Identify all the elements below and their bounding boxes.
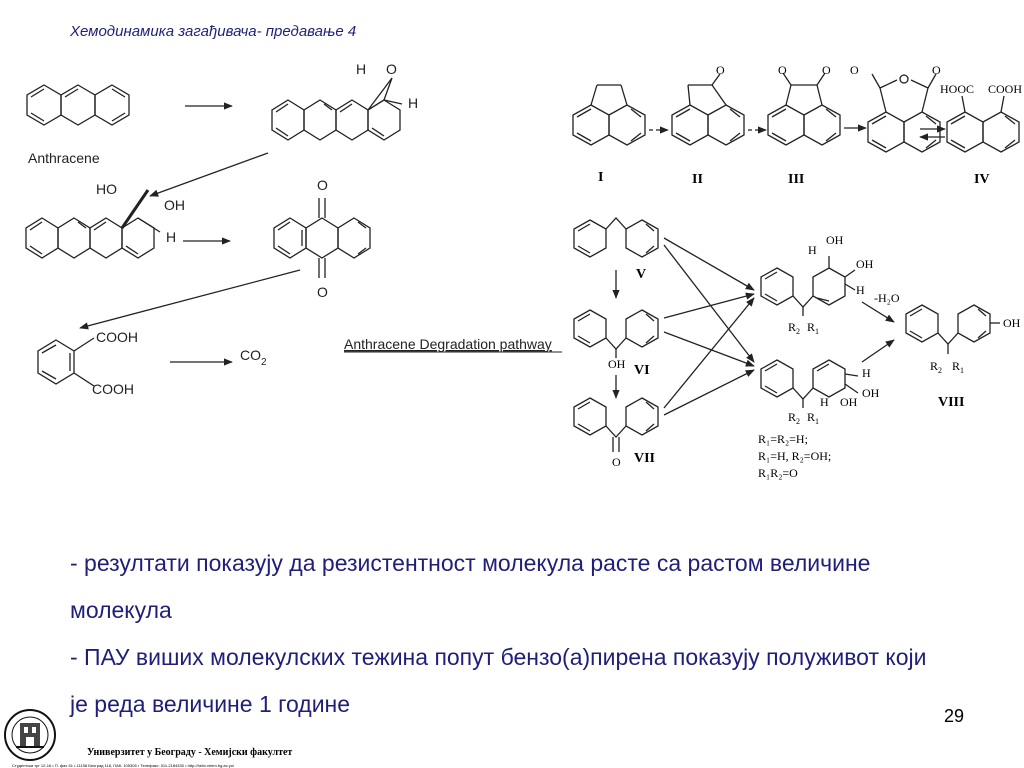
label-iv: IV bbox=[974, 172, 990, 187]
vi-oh: OH bbox=[608, 357, 626, 371]
lower-h: H bbox=[862, 366, 871, 380]
viii-r2: R2 bbox=[930, 359, 942, 375]
arrow-epoxide-to-diol bbox=[149, 152, 269, 197]
epoxide-structure bbox=[271, 77, 403, 141]
pathway-caption: Anthracene Degradation pathway bbox=[344, 336, 552, 352]
upper-dihydrodiol-structure bbox=[760, 256, 856, 316]
upper-oh2: OH bbox=[856, 257, 874, 271]
bullet-list: - резултати показују да резистентност мо… bbox=[70, 540, 950, 728]
arrow-quinone-to-phthalate bbox=[79, 269, 301, 330]
lower-r1: R1 bbox=[807, 410, 819, 426]
diol-h: H bbox=[166, 229, 176, 245]
quinone-o-top: O bbox=[317, 177, 328, 193]
label-vi: VI bbox=[634, 363, 650, 378]
lower-oh1: OH bbox=[862, 386, 880, 400]
viii-r1: R1 bbox=[952, 359, 964, 375]
label-v: V bbox=[636, 267, 646, 282]
substituent-3: R₁R₂=O bbox=[758, 466, 798, 480]
epoxide-h1: H bbox=[356, 61, 366, 77]
label-vii: VII bbox=[634, 451, 655, 466]
dehydration-label: -H₂O bbox=[874, 291, 900, 305]
bullet-1: - резултати показују да резистентност мо… bbox=[70, 550, 871, 623]
phthalic-acid-structure bbox=[37, 337, 95, 387]
viii-oh: OH bbox=[1003, 316, 1021, 330]
upper-r1: R1 bbox=[807, 320, 819, 336]
slide-header: Хемодинамика загађивача- предавање 4 bbox=[70, 23, 357, 40]
label-viii: VIII bbox=[938, 395, 964, 410]
footer-institution: Универзитет у Београду - Хемијски факулт… bbox=[87, 747, 293, 758]
arrow-upper-to-viii bbox=[861, 301, 895, 323]
cmp-iii-o-left: O bbox=[778, 63, 787, 77]
label-i: I bbox=[598, 170, 603, 185]
fluorene-arrows bbox=[663, 237, 755, 416]
iv-cooh: COOH bbox=[988, 82, 1022, 96]
lower-r2: R2 bbox=[788, 410, 800, 426]
anhydride-o-right: O bbox=[932, 63, 941, 77]
footer: Универзитет у Београду - Хемијски факулт… bbox=[0, 705, 300, 768]
upper-h: H bbox=[808, 243, 817, 257]
compound-ii-structure bbox=[671, 73, 745, 146]
anthraquinone-structure bbox=[273, 198, 371, 278]
compound-i-structure bbox=[572, 84, 646, 146]
compound-iv-structure bbox=[946, 95, 1020, 153]
epoxide-h2: H bbox=[408, 95, 418, 111]
compound-vi-structure bbox=[573, 309, 659, 358]
lower-dihydrodiol-structure bbox=[760, 359, 859, 408]
cooh-bottom: COOH bbox=[92, 381, 134, 397]
anhydride-o-left: O bbox=[850, 63, 859, 77]
lower-oh2: OH bbox=[840, 395, 858, 409]
compound-v-structure bbox=[573, 217, 659, 258]
label-ii: II bbox=[692, 172, 703, 187]
bullet-2: - ПАУ виших молекулских тежина попут бен… bbox=[70, 644, 927, 717]
cmp-iii-o-right: O bbox=[822, 63, 831, 77]
anthracene-label: Anthracene bbox=[28, 150, 100, 166]
cooh-top: COOH bbox=[96, 329, 138, 345]
lower-h2: H bbox=[820, 395, 829, 409]
compound-viii-structure bbox=[905, 304, 1000, 354]
quinone-o-bottom: O bbox=[317, 284, 328, 300]
label-iii: III bbox=[788, 172, 804, 187]
diol-oh: OH bbox=[164, 197, 185, 213]
footer-address: Студентски трг 12-16 • П. фах 51 • 11158… bbox=[12, 763, 235, 768]
co2-label: CO2 bbox=[240, 347, 267, 368]
cmp-ii-o: O bbox=[716, 63, 725, 77]
epoxide-o: O bbox=[386, 61, 397, 77]
upper-h2: H bbox=[856, 283, 865, 297]
diol-structure bbox=[25, 189, 161, 259]
faculty-logo bbox=[4, 709, 56, 761]
vii-o: O bbox=[612, 455, 621, 469]
arrow-lower-to-viii bbox=[861, 339, 895, 363]
iv-hooc: HOOC bbox=[940, 82, 974, 96]
anthracene-structure bbox=[26, 84, 130, 126]
page-number: 29 bbox=[943, 706, 964, 726]
anhydride-structure bbox=[867, 73, 941, 153]
compound-vii-structure bbox=[573, 397, 659, 452]
substituent-2: R₁=H, R₂=OH; bbox=[758, 449, 831, 463]
diol-ho: HO bbox=[96, 181, 117, 197]
upper-r2: R2 bbox=[788, 320, 800, 336]
upper-oh1: OH bbox=[826, 233, 844, 247]
substituent-1: R₁=R₂=H; bbox=[758, 432, 808, 446]
compound-iii-structure bbox=[767, 72, 841, 146]
